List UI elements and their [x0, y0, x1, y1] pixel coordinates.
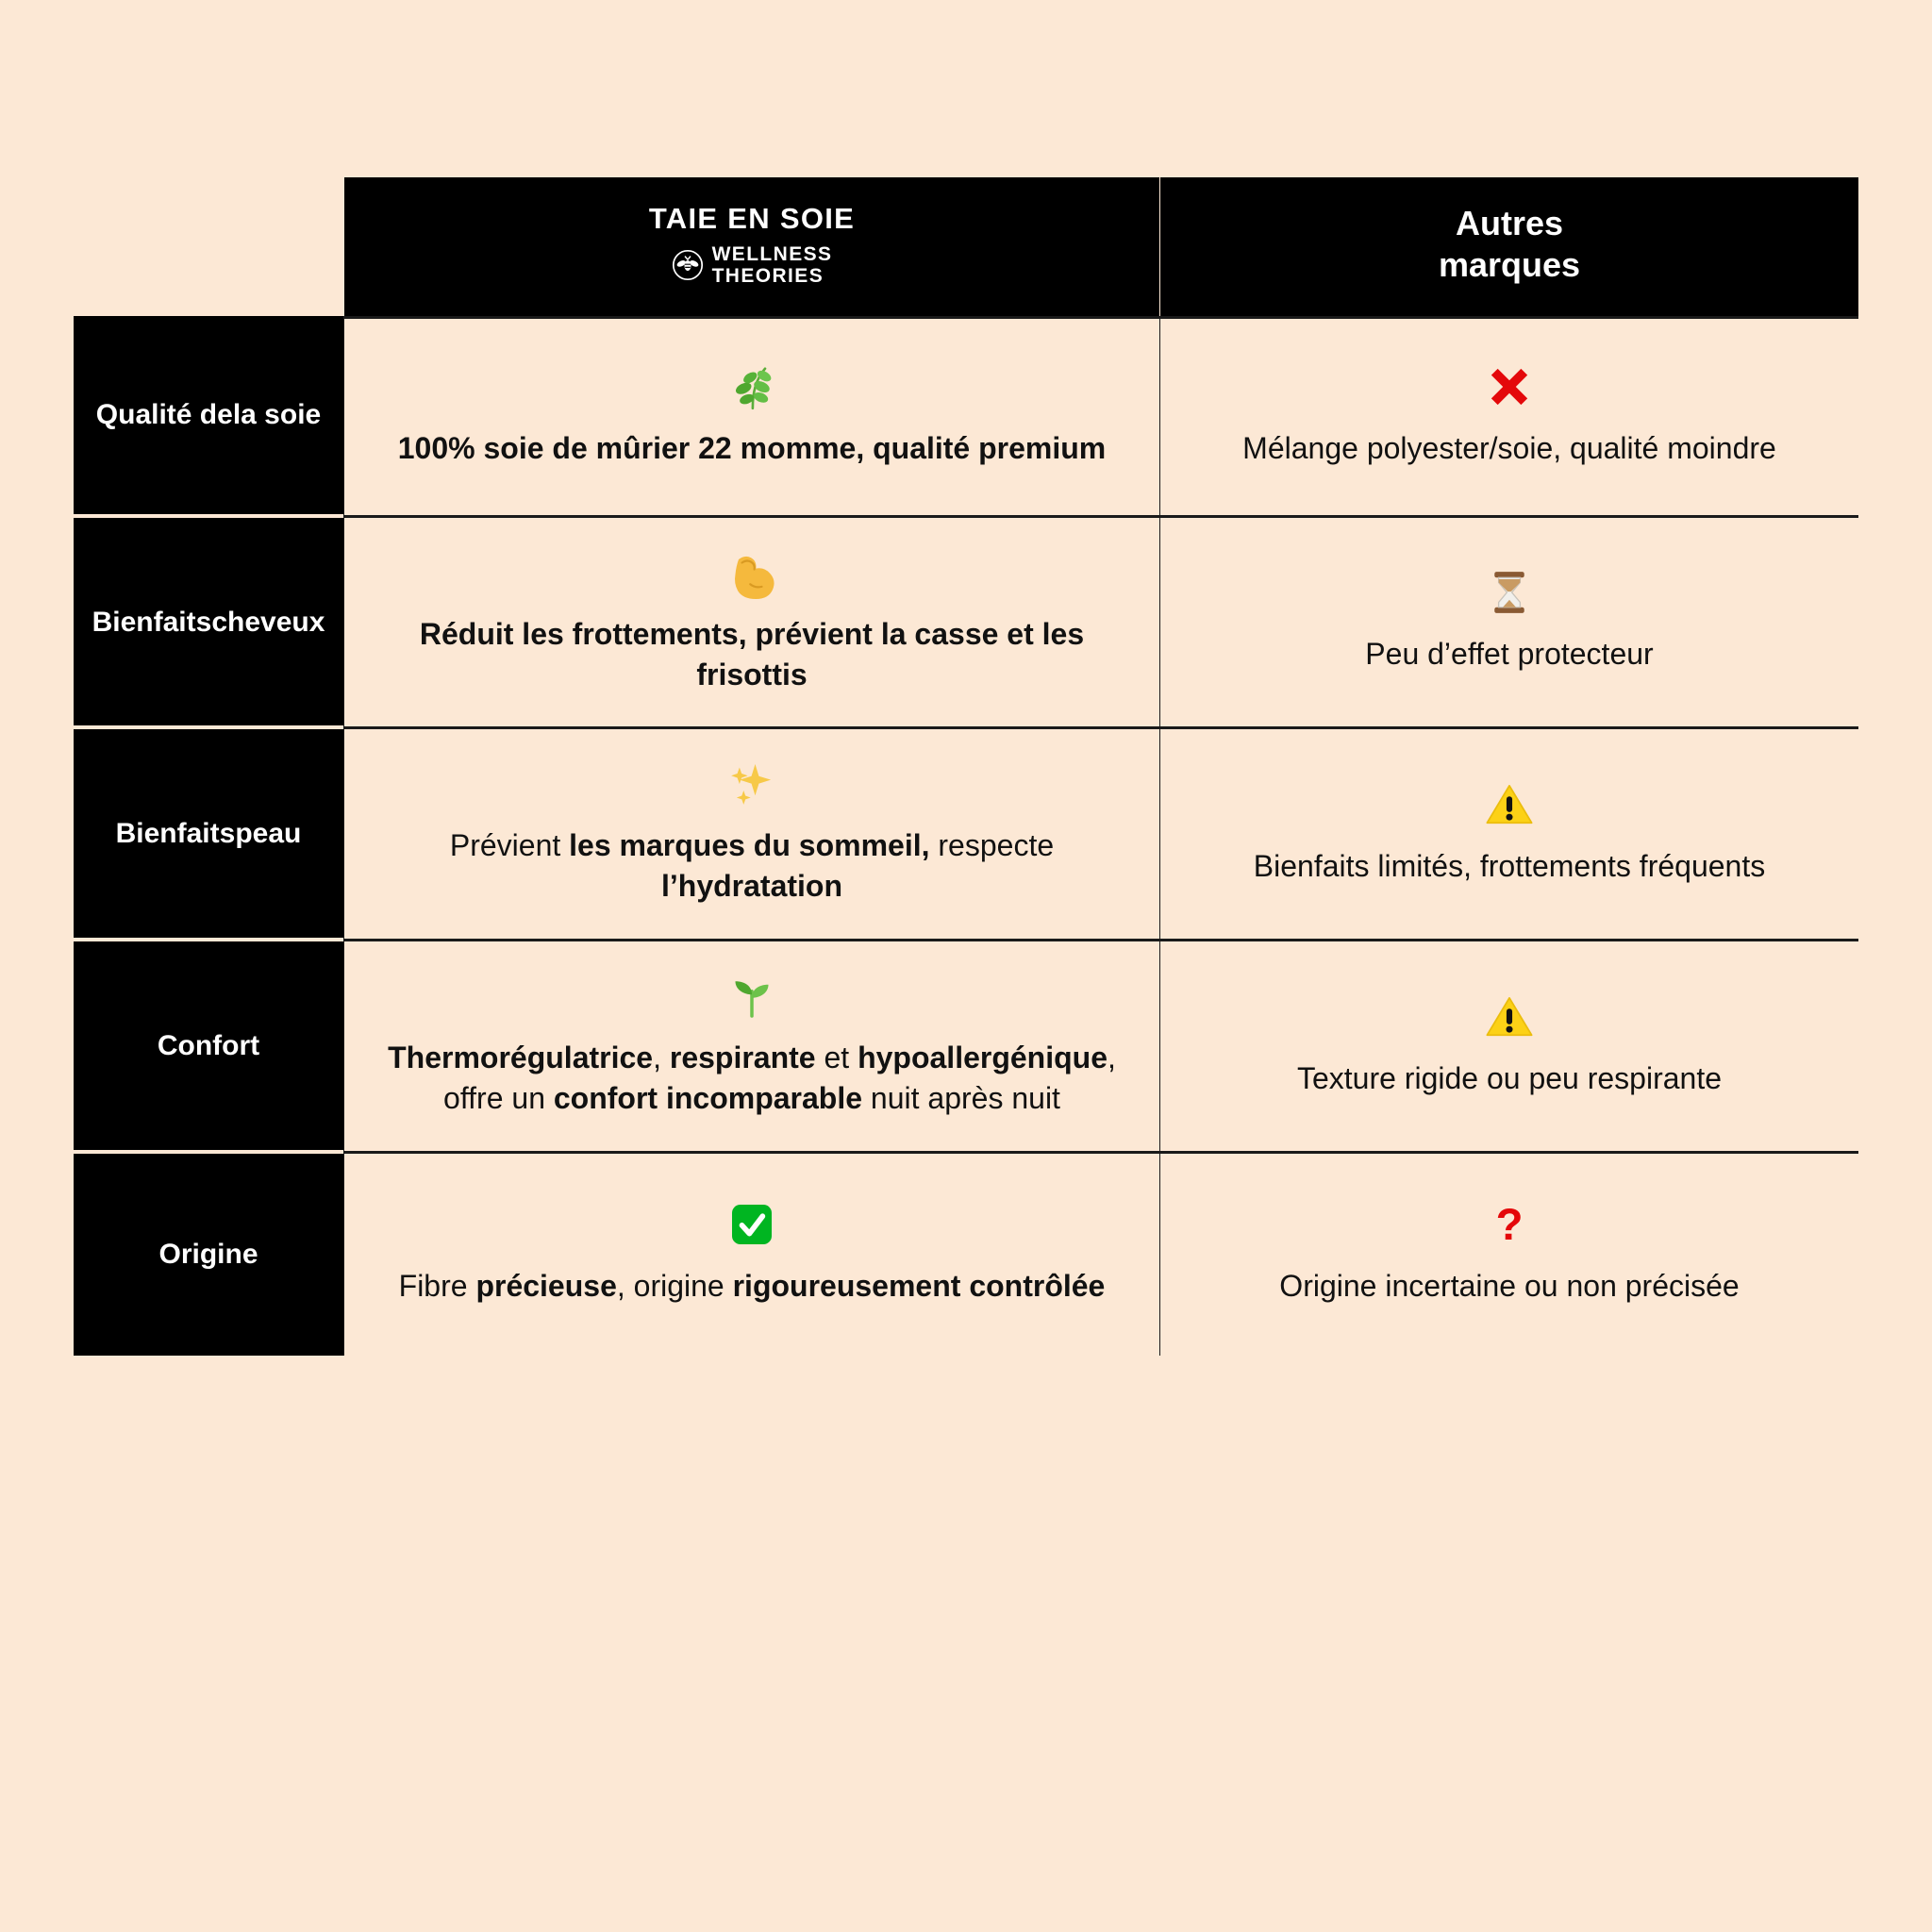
other-cell-text-1: Peu d’effet protecteur — [1365, 637, 1654, 672]
brand-cell-text-0: 100% soie de mûrier 22 momme, qualité pr… — [397, 431, 1107, 466]
other-cell-0: Mélange polyester/soie, qualité moindre — [1160, 315, 1858, 518]
other-title-line1: Autres — [1455, 204, 1563, 243]
brand-cell-text-3: Thermorégulatrice, respirante et hypoall… — [388, 1041, 1116, 1116]
row-divider-left-3 — [343, 941, 344, 1154]
other-cell-text-3: Texture rigide ou peu respirante — [1296, 1060, 1723, 1095]
svg-text:?: ? — [1496, 1200, 1524, 1250]
green-check-mark-button-emoji — [725, 1198, 778, 1251]
brand-cell-text-1: Réduit les frottements, prévient la cass… — [419, 616, 1085, 691]
row-divider-right-3 — [1159, 941, 1160, 1154]
herb-leaf-emoji — [725, 360, 778, 413]
seedling-emoji — [725, 970, 778, 1023]
warning-triangle-emoji — [1483, 991, 1536, 1043]
red-question-mark-emoji: ? — [1483, 1198, 1536, 1251]
row-divider-left-4 — [343, 1153, 344, 1356]
other-cell-4: ? Origine incertaine ou non précisée — [1160, 1153, 1858, 1356]
other-cell-text-4: Origine incertaine ou non précisée — [1279, 1269, 1740, 1304]
brand-cell-text-4: Fibre précieuse, origine rigoureusement … — [398, 1269, 1106, 1304]
brand-cell-text-2: Prévient les marques du sommeil, respect… — [449, 828, 1055, 904]
row-divider-right-2 — [1159, 729, 1160, 942]
row-label-line1: Confort — [157, 1030, 260, 1062]
row-label-line1: Origine — [158, 1239, 258, 1271]
brand-cell-3: Thermorégulatrice, respirante et hypoall… — [344, 941, 1159, 1154]
header-spacer — [74, 177, 343, 316]
brand-cell-1: Réduit les frottements, prévient la cass… — [344, 517, 1159, 730]
warning-triangle-emoji — [1483, 778, 1536, 831]
other-cell-text-0: Mélange polyester/soie, qualité moindre — [1242, 431, 1776, 466]
row-label-3: Confort — [74, 941, 343, 1154]
brand-logo-line1: WELLNESS — [711, 242, 833, 265]
row-label-line2: peau — [235, 818, 302, 850]
row-label-4: Origine — [74, 1153, 343, 1356]
brand-logo-line2: THEORIES — [711, 265, 824, 288]
brand-cell-2: Prévient les marques du sommeil, respect… — [344, 729, 1159, 942]
sparkles-emoji — [725, 758, 778, 810]
row-label-line1: Bienfaits — [115, 818, 236, 850]
row-label-line2: la soie — [232, 399, 322, 431]
other-cell-2: Bienfaits limités, frottements fréquents — [1160, 729, 1858, 942]
red-cross-mark-emoji — [1483, 360, 1536, 413]
row-label-line1: Bienfaits — [92, 606, 212, 638]
row-label-line2: cheveux — [211, 606, 325, 638]
header-gap-right — [1159, 177, 1160, 316]
hourglass-emoji — [1483, 566, 1536, 619]
row-divider-left-1 — [343, 517, 344, 730]
row-divider-right-0 — [1159, 315, 1160, 518]
row-label-line1: Qualité de — [95, 399, 233, 431]
brand-cell-0: 100% soie de mûrier 22 momme, qualité pr… — [344, 315, 1159, 518]
header-gap-left — [343, 177, 344, 316]
other-cell-1: Peu d’effet protecteur — [1160, 517, 1858, 730]
other-cell-3: Texture rigide ou peu respirante — [1160, 941, 1858, 1154]
row-divider-right-4 — [1159, 1153, 1160, 1356]
bee-in-circle-icon — [672, 249, 704, 281]
row-divider-left-0 — [343, 315, 344, 518]
brand-cell-4: Fibre précieuse, origine rigoureusement … — [344, 1153, 1159, 1356]
flexed-biceps-emoji — [725, 546, 778, 599]
row-divider-right-1 — [1159, 517, 1160, 730]
brand-title: TAIE EN SOIE — [648, 202, 856, 235]
other-title-line2: marques — [1438, 245, 1581, 285]
other-cell-text-2: Bienfaits limités, frottements fréquents — [1253, 848, 1766, 883]
row-divider-left-2 — [343, 729, 344, 942]
